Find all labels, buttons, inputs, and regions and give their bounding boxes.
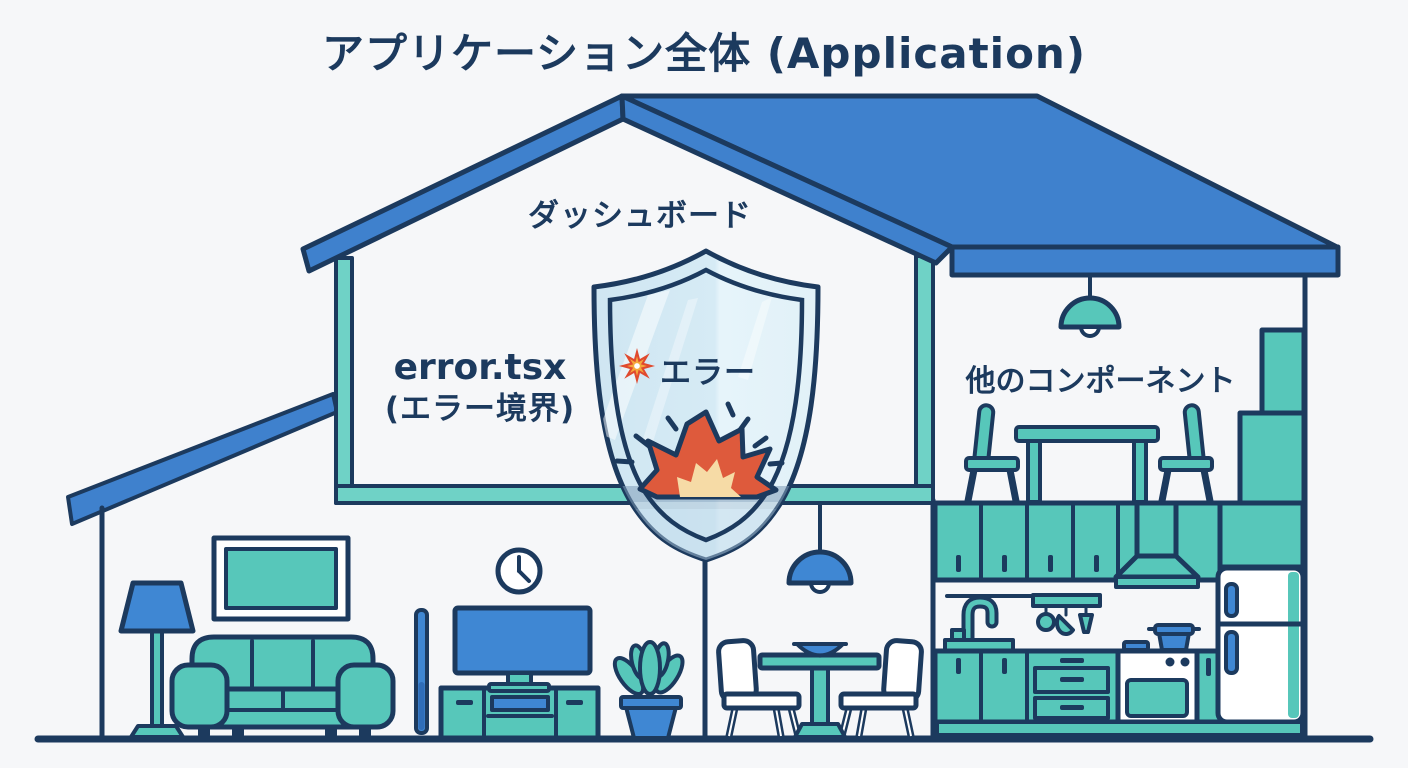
collision-burst-icon	[618, 347, 656, 385]
faucet-and-sink	[943, 595, 1015, 655]
page-title: アプリケーション全体 (Application)	[321, 29, 1087, 78]
slim-floor-lamp-rod	[414, 608, 429, 735]
living-room	[118, 535, 685, 741]
gable-left-slope	[300, 93, 626, 274]
error-boundary-label: error.tsx (エラー境界)	[350, 347, 610, 429]
error-file-name: error.tsx	[393, 347, 567, 388]
other-components-room	[964, 273, 1307, 506]
sofa	[169, 634, 396, 737]
drawer-unit	[1025, 651, 1110, 722]
lower-cabinet-handles	[956, 658, 1007, 674]
dining-chair-right	[838, 638, 924, 740]
pendant-lamp-dining	[786, 501, 854, 594]
utensil-rail	[1031, 593, 1102, 637]
error-boundary-caption: (エラー境界)	[384, 391, 576, 427]
stove	[1115, 623, 1201, 725]
left-lean-roof-beam	[66, 392, 339, 526]
blue-tray	[1122, 640, 1150, 652]
error-text: エラー	[660, 355, 756, 391]
tv-stand	[438, 685, 601, 741]
tv	[452, 605, 593, 693]
picture-frame	[211, 535, 351, 622]
roof	[300, 93, 1341, 278]
upstairs-chair-right	[1158, 403, 1214, 505]
upstairs-dining-table	[1014, 425, 1160, 504]
cooking-pot	[1147, 623, 1201, 652]
dining-chair-left	[716, 638, 802, 740]
kitchen	[932, 500, 1306, 737]
explosion-icon	[637, 409, 779, 500]
other-components-label: 他のコンポーネント	[965, 364, 1236, 399]
upstairs-chair-left	[964, 403, 1020, 505]
pendant-lamp-kitchen-room	[1058, 273, 1122, 338]
roof-fascia	[949, 244, 1341, 278]
shield-icon	[591, 248, 821, 563]
potted-plant	[612, 640, 685, 740]
cabinet-handles	[956, 555, 1099, 572]
kitchen-plinth	[935, 720, 1304, 737]
dashboard-label: ダッシュボード	[528, 198, 752, 234]
error-label: エラー	[618, 347, 798, 392]
refrigerator	[1215, 565, 1306, 725]
range-hood	[1113, 500, 1201, 589]
above-fridge-cabinet	[1217, 500, 1306, 570]
spark-lines	[614, 401, 785, 467]
wall-step-blocks	[1237, 327, 1307, 506]
wall-clock-icon	[495, 547, 543, 595]
dining-area	[716, 501, 924, 740]
dining-table	[757, 642, 882, 739]
gable-right-slope	[619, 93, 955, 266]
oven-door	[1125, 678, 1189, 718]
floor-lamp	[118, 580, 196, 739]
